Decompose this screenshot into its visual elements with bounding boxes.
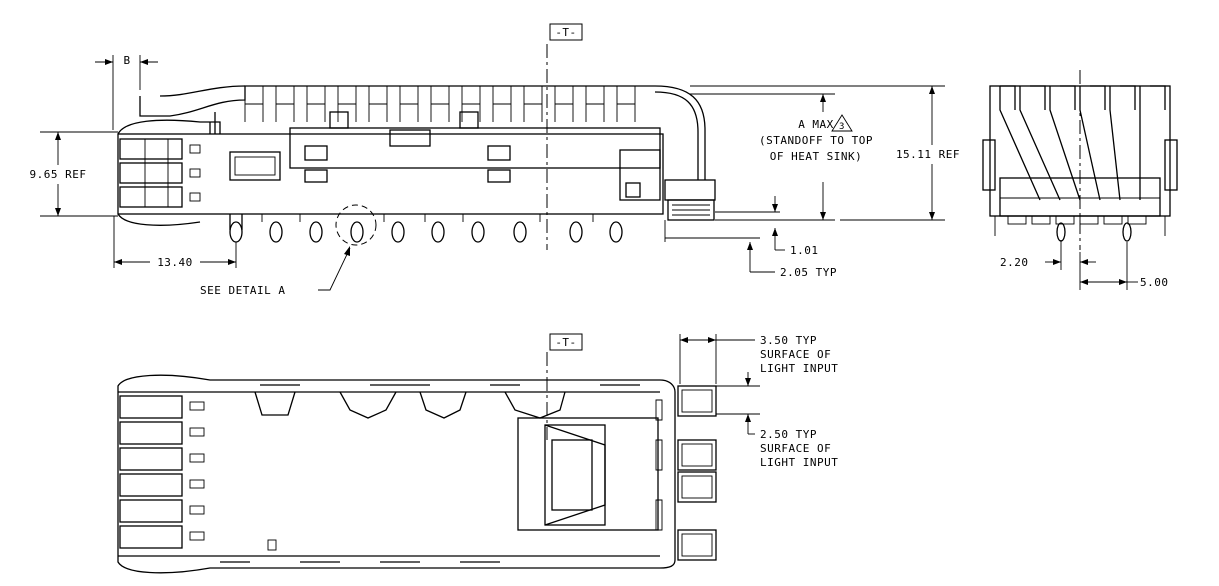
svg-text:2.05 TYP: 2.05 TYP [780,266,837,279]
svg-text:OF HEAT SINK): OF HEAT SINK) [770,150,863,163]
svg-text:2.20: 2.20 [1000,256,1029,269]
svg-text:SEE DETAIL A: SEE DETAIL A [200,284,285,297]
svg-text:13.40: 13.40 [157,256,193,269]
svg-text:-T-: -T- [555,336,576,349]
dim-2-05-typ: 2.05 TYP [664,220,837,279]
see-detail-a-note: SEE DETAIL A [200,246,351,297]
svg-text:SURFACE OF: SURFACE OF [760,348,831,361]
dim-a-max: A MAX (STANDOFF TO TOP OF HEAT SINK) 3 [690,93,873,221]
dim-5-00: 5.00 [1079,242,1169,290]
dim-15-11-ref: 15.11 REF [690,85,960,221]
latch-column [119,138,201,208]
svg-text:9.65 REF: 9.65 REF [30,168,87,181]
plan-view [117,352,717,574]
svg-text:3.50 TYP: 3.50 TYP [760,334,817,347]
svg-text:1.01: 1.01 [790,244,819,257]
dim-3-50-typ: 3.50 TYP SURFACE OF LIGHT INPUT [679,334,838,384]
optical-ports [655,385,717,561]
svg-text:-T-: -T- [555,26,576,39]
dim-13-40: 13.40 [113,216,237,269]
end-view [982,70,1178,250]
press-fit-pins [229,214,623,243]
svg-text:A MAX: A MAX [798,118,834,131]
dim-b: B [95,54,158,130]
plan-latch-column [119,395,205,549]
svg-text:B: B [123,54,130,67]
svg-text:LIGHT INPUT: LIGHT INPUT [760,362,838,375]
dim-1-01: 1.01 [715,196,819,257]
svg-text:3: 3 [839,122,845,132]
dim-2-50-typ: 2.50 TYP SURFACE OF LIGHT INPUT [716,372,838,469]
svg-text:15.11 REF: 15.11 REF [896,148,960,161]
svg-text:2.50 TYP: 2.50 TYP [760,428,817,441]
datum-t-top: -T- [549,23,583,41]
svg-text:LIGHT INPUT: LIGHT INPUT [760,456,838,469]
dim-9-65-ref: 9.65 REF [30,131,118,217]
end-view-pins [994,215,1166,242]
svg-text:SURFACE OF: SURFACE OF [760,442,831,455]
svg-text:5.00: 5.00 [1140,276,1169,289]
side-view [117,44,716,250]
heat-sink-fins [244,86,636,122]
dim-2-20: 2.20 [1000,240,1096,270]
svg-text:(STANDOFF TO TOP: (STANDOFF TO TOP [759,134,873,147]
datum-t-bottom: -T- [549,333,583,351]
